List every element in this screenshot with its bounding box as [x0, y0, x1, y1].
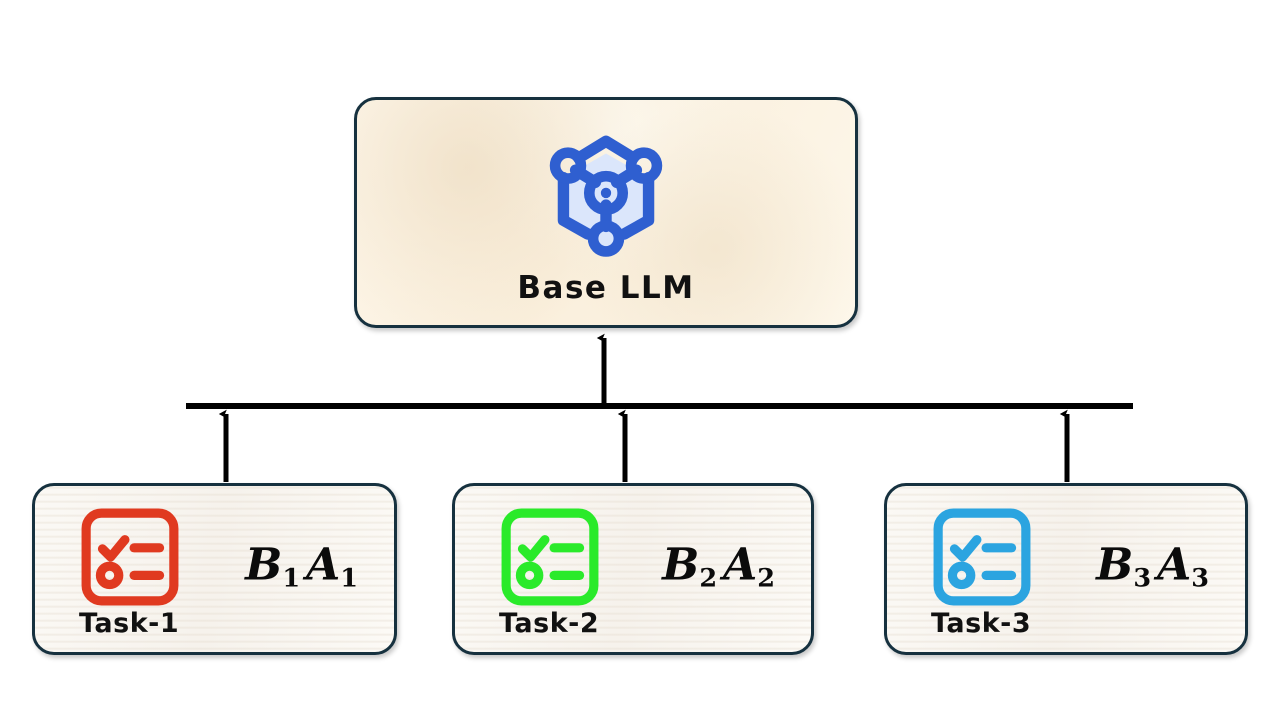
task-1-label: Task-1: [79, 608, 180, 639]
task-3-formula-b: B: [1096, 539, 1134, 591]
task-1-formula-b-sub: 1: [282, 563, 301, 594]
task-2-formula-b-sub: 2: [699, 563, 718, 594]
task-1-formula-a: A: [306, 539, 341, 591]
task-2-formula-a-sub: 2: [757, 563, 775, 594]
base-llm-label: Base LLM: [517, 270, 695, 306]
task-1-formula-b: B: [245, 539, 283, 591]
checklist-icon: [933, 508, 1031, 606]
checklist-icon: [81, 508, 179, 606]
task-1-formula-a-sub: 1: [340, 563, 358, 594]
model-cube-network-icon: [549, 135, 663, 257]
task-2-label: Task-2: [499, 608, 600, 639]
task-3-formula-b-sub: 3: [1133, 563, 1152, 594]
task-2-formula-a: A: [723, 539, 758, 591]
task-3-formula-a-sub: 3: [1191, 563, 1209, 594]
task-3-formula-a: A: [1157, 539, 1192, 591]
task-2-formula-b: B: [662, 539, 700, 591]
base-llm-node[interactable]: Base LLM: [354, 97, 858, 328]
task-3-label: Task-3: [931, 608, 1032, 639]
checklist-icon: [501, 508, 599, 606]
